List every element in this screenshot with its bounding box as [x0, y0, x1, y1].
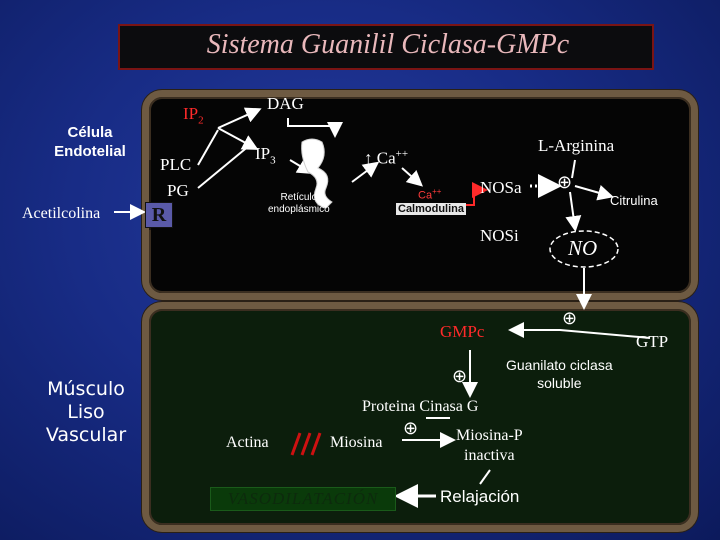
- celula-endotelial-label: Célula Endotelial: [40, 123, 140, 161]
- no-label: NO: [568, 236, 598, 260]
- ca-calm-label: Ca++: [418, 187, 441, 202]
- nosa-label: NOSa: [480, 178, 522, 197]
- miosina-p-line2: inactiva: [464, 447, 515, 464]
- ca-sup: ++: [395, 148, 409, 160]
- celula-line: Célula: [67, 124, 113, 141]
- miosina-p-label: Miosina-P inactiva: [456, 426, 523, 466]
- relajacion-label: Relajación: [440, 487, 520, 506]
- reticulo-shape: [301, 138, 333, 209]
- miosina-label: Miosina: [330, 434, 383, 451]
- ip3-label: IP3: [255, 144, 276, 166]
- muscle-cell: [142, 302, 698, 532]
- gtp-label: GTP: [636, 332, 669, 351]
- plus-icon: ⊕: [557, 172, 573, 192]
- dag-label: DAG: [267, 94, 304, 113]
- endotelial-line: Endotelial: [54, 143, 126, 160]
- pg-label: PG: [167, 181, 189, 200]
- ip2-to-dag-arrow: [217, 107, 262, 129]
- citrulina-label: Citrulina: [610, 193, 658, 208]
- gtp-to-gmpc-arrow: [508, 322, 651, 339]
- musculo-line: Músculo Liso: [47, 378, 125, 423]
- ca-text: Ca: [376, 148, 396, 168]
- title-box: Sistema Guanilil Ciclasa-GMPc: [118, 24, 654, 70]
- dag-arrow: [287, 118, 343, 138]
- ca-calm-sup: ++: [432, 187, 442, 196]
- guanilato-label: Guanilato ciclasa soluble: [506, 356, 613, 392]
- musculo-liso-label: Músculo Liso Vascular: [26, 378, 146, 447]
- guanilato-line2: soluble: [537, 375, 582, 391]
- block-mark-2: [300, 432, 312, 456]
- calmodulina-label: Calmodulina: [396, 203, 467, 215]
- reticulo-label: Retículo endoplásmico: [268, 192, 330, 216]
- plus-icon-gtp: ⊕: [562, 308, 578, 328]
- reticulo-to-ca-arrow: [351, 161, 380, 183]
- ca-to-calmodulina-arrow: [401, 167, 423, 187]
- page-title: Sistema Guanilil Ciclasa-GMPc: [206, 29, 570, 60]
- arginina-line: [571, 159, 576, 179]
- vasodilatacion-box: VASODILATACIÓN: [210, 487, 396, 511]
- block-mark-3: [310, 432, 322, 456]
- pg-to-ip3-line: [197, 144, 251, 189]
- l-arginina-label: L-Arginina: [538, 136, 615, 155]
- vascular-line: Vascular: [45, 424, 127, 446]
- ca-label: ↑ Ca++: [364, 148, 408, 169]
- proteina-cinasa-label: Proteina Cinasa G: [362, 398, 479, 415]
- to-no-arrow: [565, 191, 582, 232]
- plc-to-ip2-line: [197, 129, 219, 166]
- ip2-text: IP: [183, 104, 199, 123]
- miosina-p-line1: Miosina-P: [456, 427, 523, 444]
- ca-calm-text: Ca: [418, 189, 433, 202]
- citrulina-arrow: [574, 185, 614, 201]
- plc-label: PLC: [160, 155, 192, 174]
- block-mark-1: [290, 432, 302, 456]
- ip2-sub: 2: [198, 114, 204, 127]
- guanilato-line1: Guanilato ciclasa: [506, 357, 613, 373]
- acetilcolina-label: Acetilcolina: [22, 205, 101, 222]
- ca-up-arrow: ↑: [364, 148, 373, 168]
- ip3-text: IP: [255, 144, 271, 163]
- actina-label: Actina: [226, 434, 269, 451]
- reticulo-line2: endoplásmico: [268, 204, 330, 215]
- plus-icon-gc: ⊕: [452, 366, 468, 386]
- gmpc-label: GMPc: [440, 322, 485, 341]
- miosinap-down-line: [479, 469, 491, 485]
- ip2-to-ip3-arrow: [217, 127, 259, 150]
- reticulo-line1: Retículo: [280, 192, 318, 203]
- ip3-sub: 3: [270, 154, 276, 167]
- nosi-label: NOSi: [480, 226, 519, 245]
- plus-icon-pkg: ⊕: [403, 418, 419, 438]
- receptor-box: R: [145, 202, 173, 228]
- calmodulina-to-nosa-arrow: [462, 182, 488, 206]
- ip2-label: IP2: [183, 104, 204, 126]
- no-ellipse: [549, 230, 619, 268]
